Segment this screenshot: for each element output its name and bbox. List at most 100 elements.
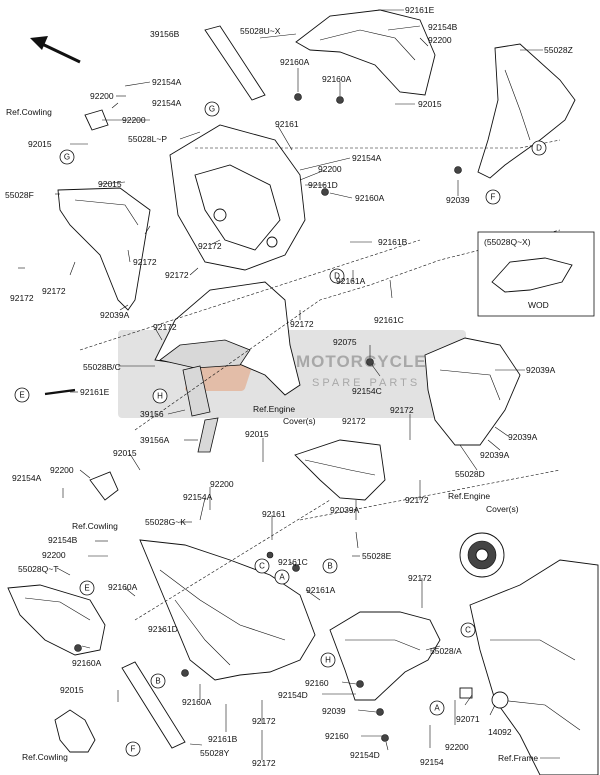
part-label: 92172 — [342, 416, 366, 426]
ref-cowling-label: Ref.Cowling — [6, 107, 52, 117]
ref-cowling-label: Ref.Cowling — [72, 521, 118, 531]
part-label: 92172 — [42, 286, 66, 296]
part-label: 92154B — [428, 22, 458, 32]
part-label: 92071 — [456, 714, 480, 724]
part-label: 92160A — [355, 193, 385, 203]
part-label: 92161D — [308, 180, 338, 190]
part-label: 92172 — [153, 322, 177, 332]
part-label: 92161A — [336, 276, 366, 286]
part-cowling-bracket-upper — [84, 109, 109, 131]
callout-F: F — [485, 189, 501, 205]
part-label: 92154D — [278, 690, 308, 700]
part-label: 92161 — [275, 119, 299, 129]
part-label: 92161C — [278, 557, 308, 567]
part-label: 92161B — [378, 237, 408, 247]
svg-text:H: H — [157, 392, 163, 401]
ref-engine-covers-label: Ref.Engine — [253, 404, 295, 414]
callout-E: E — [79, 580, 95, 596]
part-55028Q-T-side-cowl — [7, 584, 106, 656]
part-label: 92039 — [322, 706, 346, 716]
part-number-labels: 92161E 92154B 92200 39156B 55028U~X 5502… — [5, 5, 573, 768]
part-label: 92200 — [42, 550, 66, 560]
part-frame-background — [469, 559, 599, 775]
ref-engine-covers-label: Cover(s) — [283, 416, 316, 426]
part-label: 55028L~P — [128, 134, 167, 144]
watermark-subtitle: SPARE PARTS — [312, 377, 421, 389]
part-92071-grommet — [491, 691, 509, 709]
svg-text:A: A — [279, 573, 285, 582]
part-label: 92015 — [113, 448, 137, 458]
part-label: 92154 — [420, 757, 444, 767]
part-55028B-C-lower-panel — [154, 281, 301, 396]
part-label: 92154C — [352, 386, 382, 396]
part-label: 92154A — [152, 98, 182, 108]
part-label: 92160A — [322, 74, 352, 84]
part-label: 92039A — [526, 365, 556, 375]
part-label: 92160A — [108, 582, 138, 592]
part-label: 92172 — [198, 241, 222, 251]
svg-text:E: E — [19, 391, 24, 400]
part-39156A-strip — [197, 417, 219, 453]
part-cowling-bracket-left — [54, 709, 96, 753]
part-label: 92172 — [133, 257, 157, 267]
callout-G: G — [204, 101, 220, 117]
leader-lines — [18, 9, 560, 760]
svg-text:F: F — [491, 193, 496, 202]
svg-text:A: A — [434, 704, 440, 713]
dashed-guides — [79, 139, 561, 621]
part-55028U-X-upper-cowl — [295, 9, 436, 96]
part-55028A-engine-cover — [329, 611, 441, 701]
callout-G: G — [59, 149, 75, 165]
part-label: 92161D — [148, 624, 178, 634]
svg-text:G: G — [209, 105, 215, 114]
part-label: 92015 — [60, 685, 84, 695]
part-label: 92160A — [280, 57, 310, 67]
front-direction-arrow-icon — [30, 36, 81, 64]
part-label: 14092 — [488, 727, 512, 737]
part-label: 92200 — [445, 742, 469, 752]
part-label: 92160 — [305, 678, 329, 688]
part-55028G-K-lower-cowl — [139, 539, 316, 681]
part-label: 55028F — [5, 190, 34, 200]
svg-text:D: D — [334, 272, 340, 281]
part-label: 92015 — [28, 139, 52, 149]
svg-text:F: F — [131, 745, 136, 754]
part-label: 92161E — [80, 387, 110, 397]
part-label: 92039A — [100, 310, 130, 320]
part-label: 92200 — [50, 465, 74, 475]
svg-text:E: E — [84, 584, 89, 593]
callout-D: D — [329, 268, 345, 284]
callout-H: H — [320, 652, 336, 668]
part-label: 92172 — [405, 495, 429, 505]
part-label: 55028Z — [544, 45, 573, 55]
part-label: 92015 — [418, 99, 442, 109]
part-engine-cover-round — [459, 532, 505, 578]
svg-text:D: D — [536, 144, 542, 153]
part-39156B-strip — [204, 25, 266, 101]
part-label: 55028B/C — [83, 362, 121, 372]
part-label: 92160 — [325, 731, 349, 741]
part-label: 92172 — [10, 293, 34, 303]
part-label: 92154B — [48, 535, 78, 545]
part-label: 92015 — [98, 179, 122, 189]
part-label: 92154A — [183, 492, 213, 502]
part-label: 92172 — [390, 405, 414, 415]
callout-C: C — [460, 622, 476, 638]
part-label: 55028G~K — [145, 517, 186, 527]
part-14092-cover-small — [459, 687, 473, 699]
part-label: 92154A — [352, 153, 382, 163]
part-label: 55028Y — [200, 748, 230, 758]
part-label: 92015 — [245, 429, 269, 439]
part-label: 39156B — [150, 29, 180, 39]
callout-A: A — [274, 569, 290, 585]
callout-C: C — [254, 558, 270, 574]
svg-text:C: C — [465, 626, 471, 635]
part-label: 55028Q~T — [18, 564, 58, 574]
part-label: 92200 — [210, 479, 234, 489]
part-label: 92200 — [428, 35, 452, 45]
part-label: 92161 — [262, 509, 286, 519]
part-label: 55028E — [362, 551, 392, 561]
part-label: 39156A — [140, 435, 170, 445]
